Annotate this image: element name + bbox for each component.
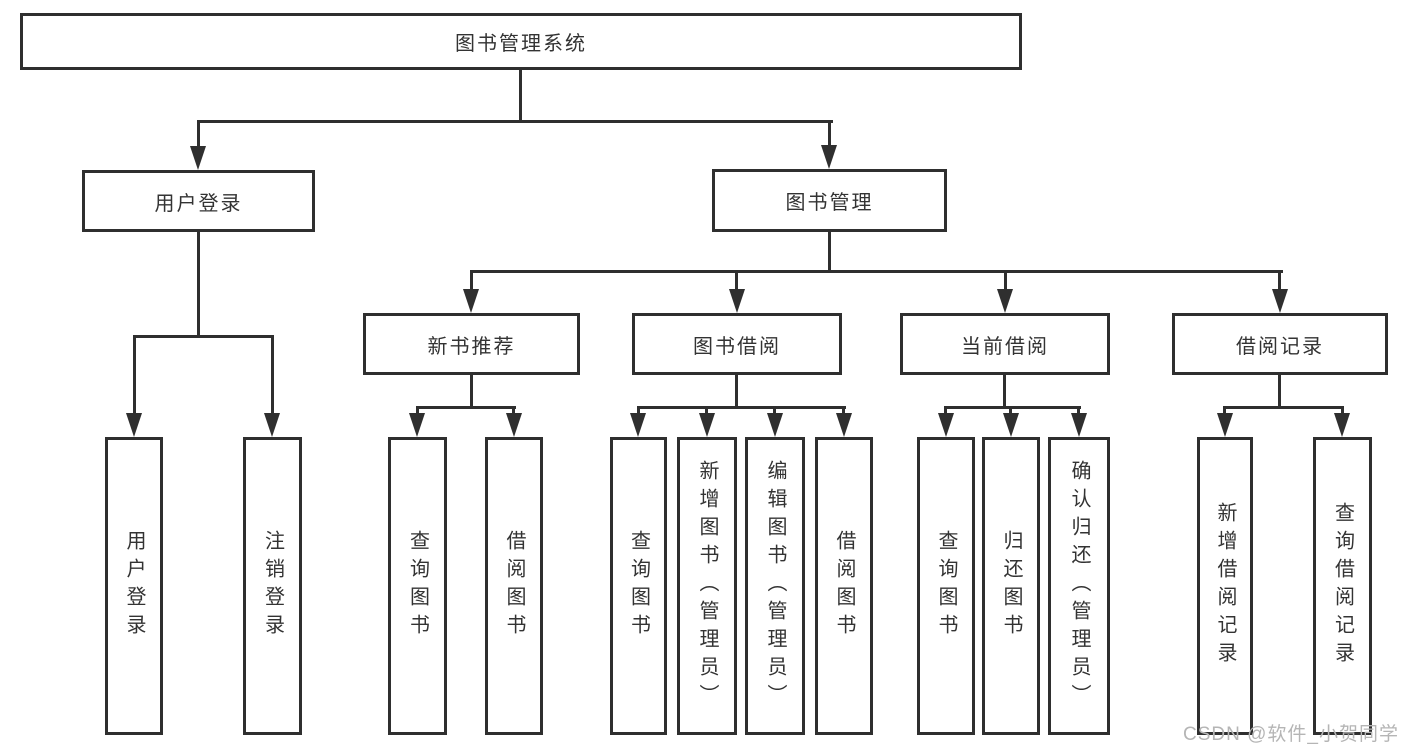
node-root-label: 图书管理系统 [455, 33, 587, 55]
arrow-down-icon [821, 145, 837, 169]
connector-line [637, 406, 846, 409]
connector-line [944, 406, 1081, 409]
node-book-borrowing-label: 图书借阅 [693, 335, 781, 358]
connector-line [1278, 270, 1281, 292]
node-book-management: 图书管理 [712, 169, 947, 232]
arrow-down-icon [699, 413, 715, 437]
node-current-borrowing-label: 当前借阅 [961, 335, 1049, 358]
leaf-add-books-admin: 新增图书（管理员） [677, 437, 737, 735]
leaf-return-books: 归还图书 [982, 437, 1040, 735]
node-user-login-label: 用户登录 [154, 192, 243, 215]
leaf-query-books-borrow-label: 查询图书 [627, 530, 650, 642]
connector-line [735, 375, 738, 406]
csdn-watermark: CSDN @软件_小贺同学 [1183, 724, 1399, 745]
leaf-borrow-books: 借阅图书 [815, 437, 873, 735]
connector-line [1223, 406, 1226, 415]
leaf-query-books-current-label: 查询图书 [935, 530, 957, 642]
arrow-down-icon [630, 413, 646, 437]
connector-line [197, 232, 200, 335]
connector-line [1223, 406, 1344, 409]
leaf-query-books-borrow: 查询图书 [610, 437, 667, 735]
arrow-down-icon [1003, 413, 1019, 437]
arrow-down-icon [264, 413, 280, 437]
leaf-return-books-label: 归还图书 [1000, 530, 1022, 642]
leaf-logout: 注销登录 [243, 437, 302, 735]
leaf-add-borrow-record: 新增借阅记录 [1197, 437, 1253, 735]
arrow-down-icon [126, 413, 142, 437]
node-borrowing-records: 借阅记录 [1172, 313, 1388, 375]
connector-line [519, 70, 522, 120]
node-new-book-recommend-label: 新书推荐 [427, 335, 516, 358]
connector-line [828, 120, 831, 147]
connector-line [1278, 375, 1281, 406]
connector-line [197, 120, 833, 123]
arrow-down-icon [938, 413, 954, 437]
leaf-borrow-books-recommend-label: 借阅图书 [503, 530, 525, 642]
arrow-down-icon [836, 413, 852, 437]
arrow-down-icon [463, 289, 479, 313]
leaf-query-borrow-record-label: 查询借阅记录 [1331, 502, 1354, 670]
connector-line [705, 406, 708, 415]
connector-line [1009, 406, 1012, 415]
connector-line [1003, 375, 1006, 406]
leaf-add-books-admin-label: 新增图书（管理员） [696, 460, 718, 712]
arrow-down-icon [997, 289, 1013, 313]
leaf-user-login: 用户登录 [105, 437, 163, 735]
leaf-query-books-recommend-label: 查询图书 [406, 530, 429, 642]
arrow-down-icon [729, 289, 745, 313]
arrow-down-icon [1071, 413, 1087, 437]
connector-line [512, 406, 515, 415]
connector-line [1004, 270, 1007, 292]
connector-line [735, 270, 738, 292]
leaf-logout-label: 注销登录 [261, 530, 284, 642]
connector-line [828, 232, 831, 270]
leaf-query-books-recommend: 查询图书 [388, 437, 447, 735]
arrow-down-icon [506, 413, 522, 437]
connector-line [271, 335, 274, 415]
connector-line [944, 406, 947, 415]
node-current-borrowing: 当前借阅 [900, 313, 1110, 375]
node-borrowing-records-label: 借阅记录 [1236, 335, 1324, 358]
connector-line [773, 406, 776, 415]
connector-line [470, 270, 1283, 273]
leaf-confirm-return-admin: 确认归还（管理员） [1048, 437, 1110, 735]
leaf-borrow-books-recommend: 借阅图书 [485, 437, 543, 735]
leaf-query-books-current: 查询图书 [917, 437, 975, 735]
arrow-down-icon [767, 413, 783, 437]
node-book-borrowing: 图书借阅 [632, 313, 842, 375]
connector-line [470, 270, 473, 292]
arrow-down-icon [1272, 289, 1288, 313]
arrow-down-icon [409, 413, 425, 437]
node-user-login: 用户登录 [82, 170, 315, 232]
leaf-add-borrow-record-label: 新增借阅记录 [1214, 502, 1236, 670]
connector-line [133, 335, 136, 415]
node-book-management-label: 图书管理 [785, 192, 874, 214]
node-new-book-recommend: 新书推荐 [363, 313, 580, 375]
connector-line [470, 375, 473, 406]
connector-line [416, 406, 516, 409]
arrow-down-icon [1217, 413, 1233, 437]
leaf-edit-books-admin: 编辑图书（管理员） [745, 437, 805, 735]
node-root-system: 图书管理系统 [20, 13, 1022, 70]
leaf-confirm-return-admin-label: 确认归还（管理员） [1068, 460, 1090, 712]
leaf-user-login-label: 用户登录 [123, 530, 145, 642]
connector-line [637, 406, 640, 415]
connector-line [1341, 406, 1344, 415]
arrow-down-icon [190, 146, 206, 170]
connector-line [133, 335, 274, 338]
connector-line [842, 406, 845, 415]
connector-line [197, 120, 200, 148]
leaf-borrow-books-label: 借阅图书 [833, 530, 855, 642]
connector-line [1077, 406, 1080, 415]
arrow-down-icon [1334, 413, 1350, 437]
connector-line [416, 406, 419, 415]
leaf-edit-books-admin-label: 编辑图书（管理员） [764, 460, 786, 712]
leaf-query-borrow-record: 查询借阅记录 [1313, 437, 1372, 735]
